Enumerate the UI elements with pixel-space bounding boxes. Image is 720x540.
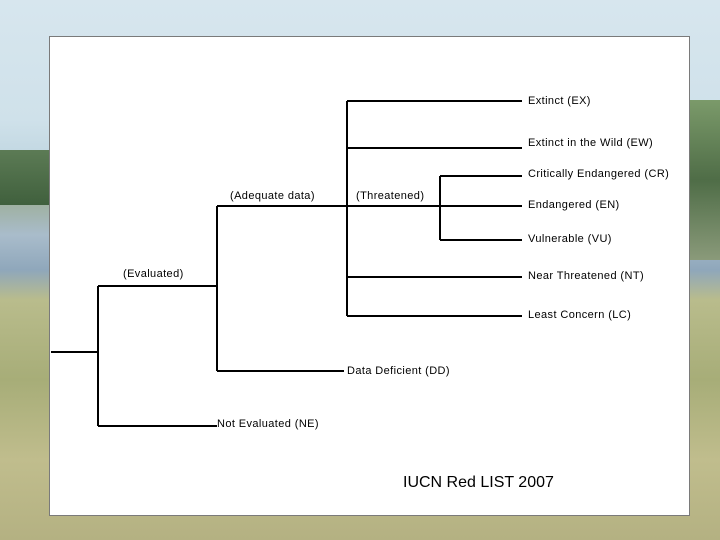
node-critically-endangered: Critically Endangered (CR) <box>528 168 670 180</box>
slide-panel <box>49 36 690 516</box>
node-data-deficient: Data Deficient (DD) <box>347 365 450 377</box>
node-extinct: Extinct (EX) <box>528 95 591 107</box>
node-not-evaluated: Not Evaluated (NE) <box>217 418 319 430</box>
node-extinct-in-the-wild: Extinct in the Wild (EW) <box>528 137 654 149</box>
node-near-threatened: Near Threatened (NT) <box>528 270 645 282</box>
diagram-caption: IUCN Red LIST 2007 <box>403 474 554 491</box>
node-vulnerable: Vulnerable (VU) <box>528 233 612 245</box>
background-trees-left <box>0 150 50 205</box>
node-threatened: (Threatened) <box>356 190 425 202</box>
node-evaluated: (Evaluated) <box>123 268 184 280</box>
node-endangered: Endangered (EN) <box>528 199 620 211</box>
node-least-concern: Least Concern (LC) <box>528 309 632 321</box>
node-adequate-data: (Adequate data) <box>230 190 315 202</box>
background-trees-right <box>690 100 720 260</box>
